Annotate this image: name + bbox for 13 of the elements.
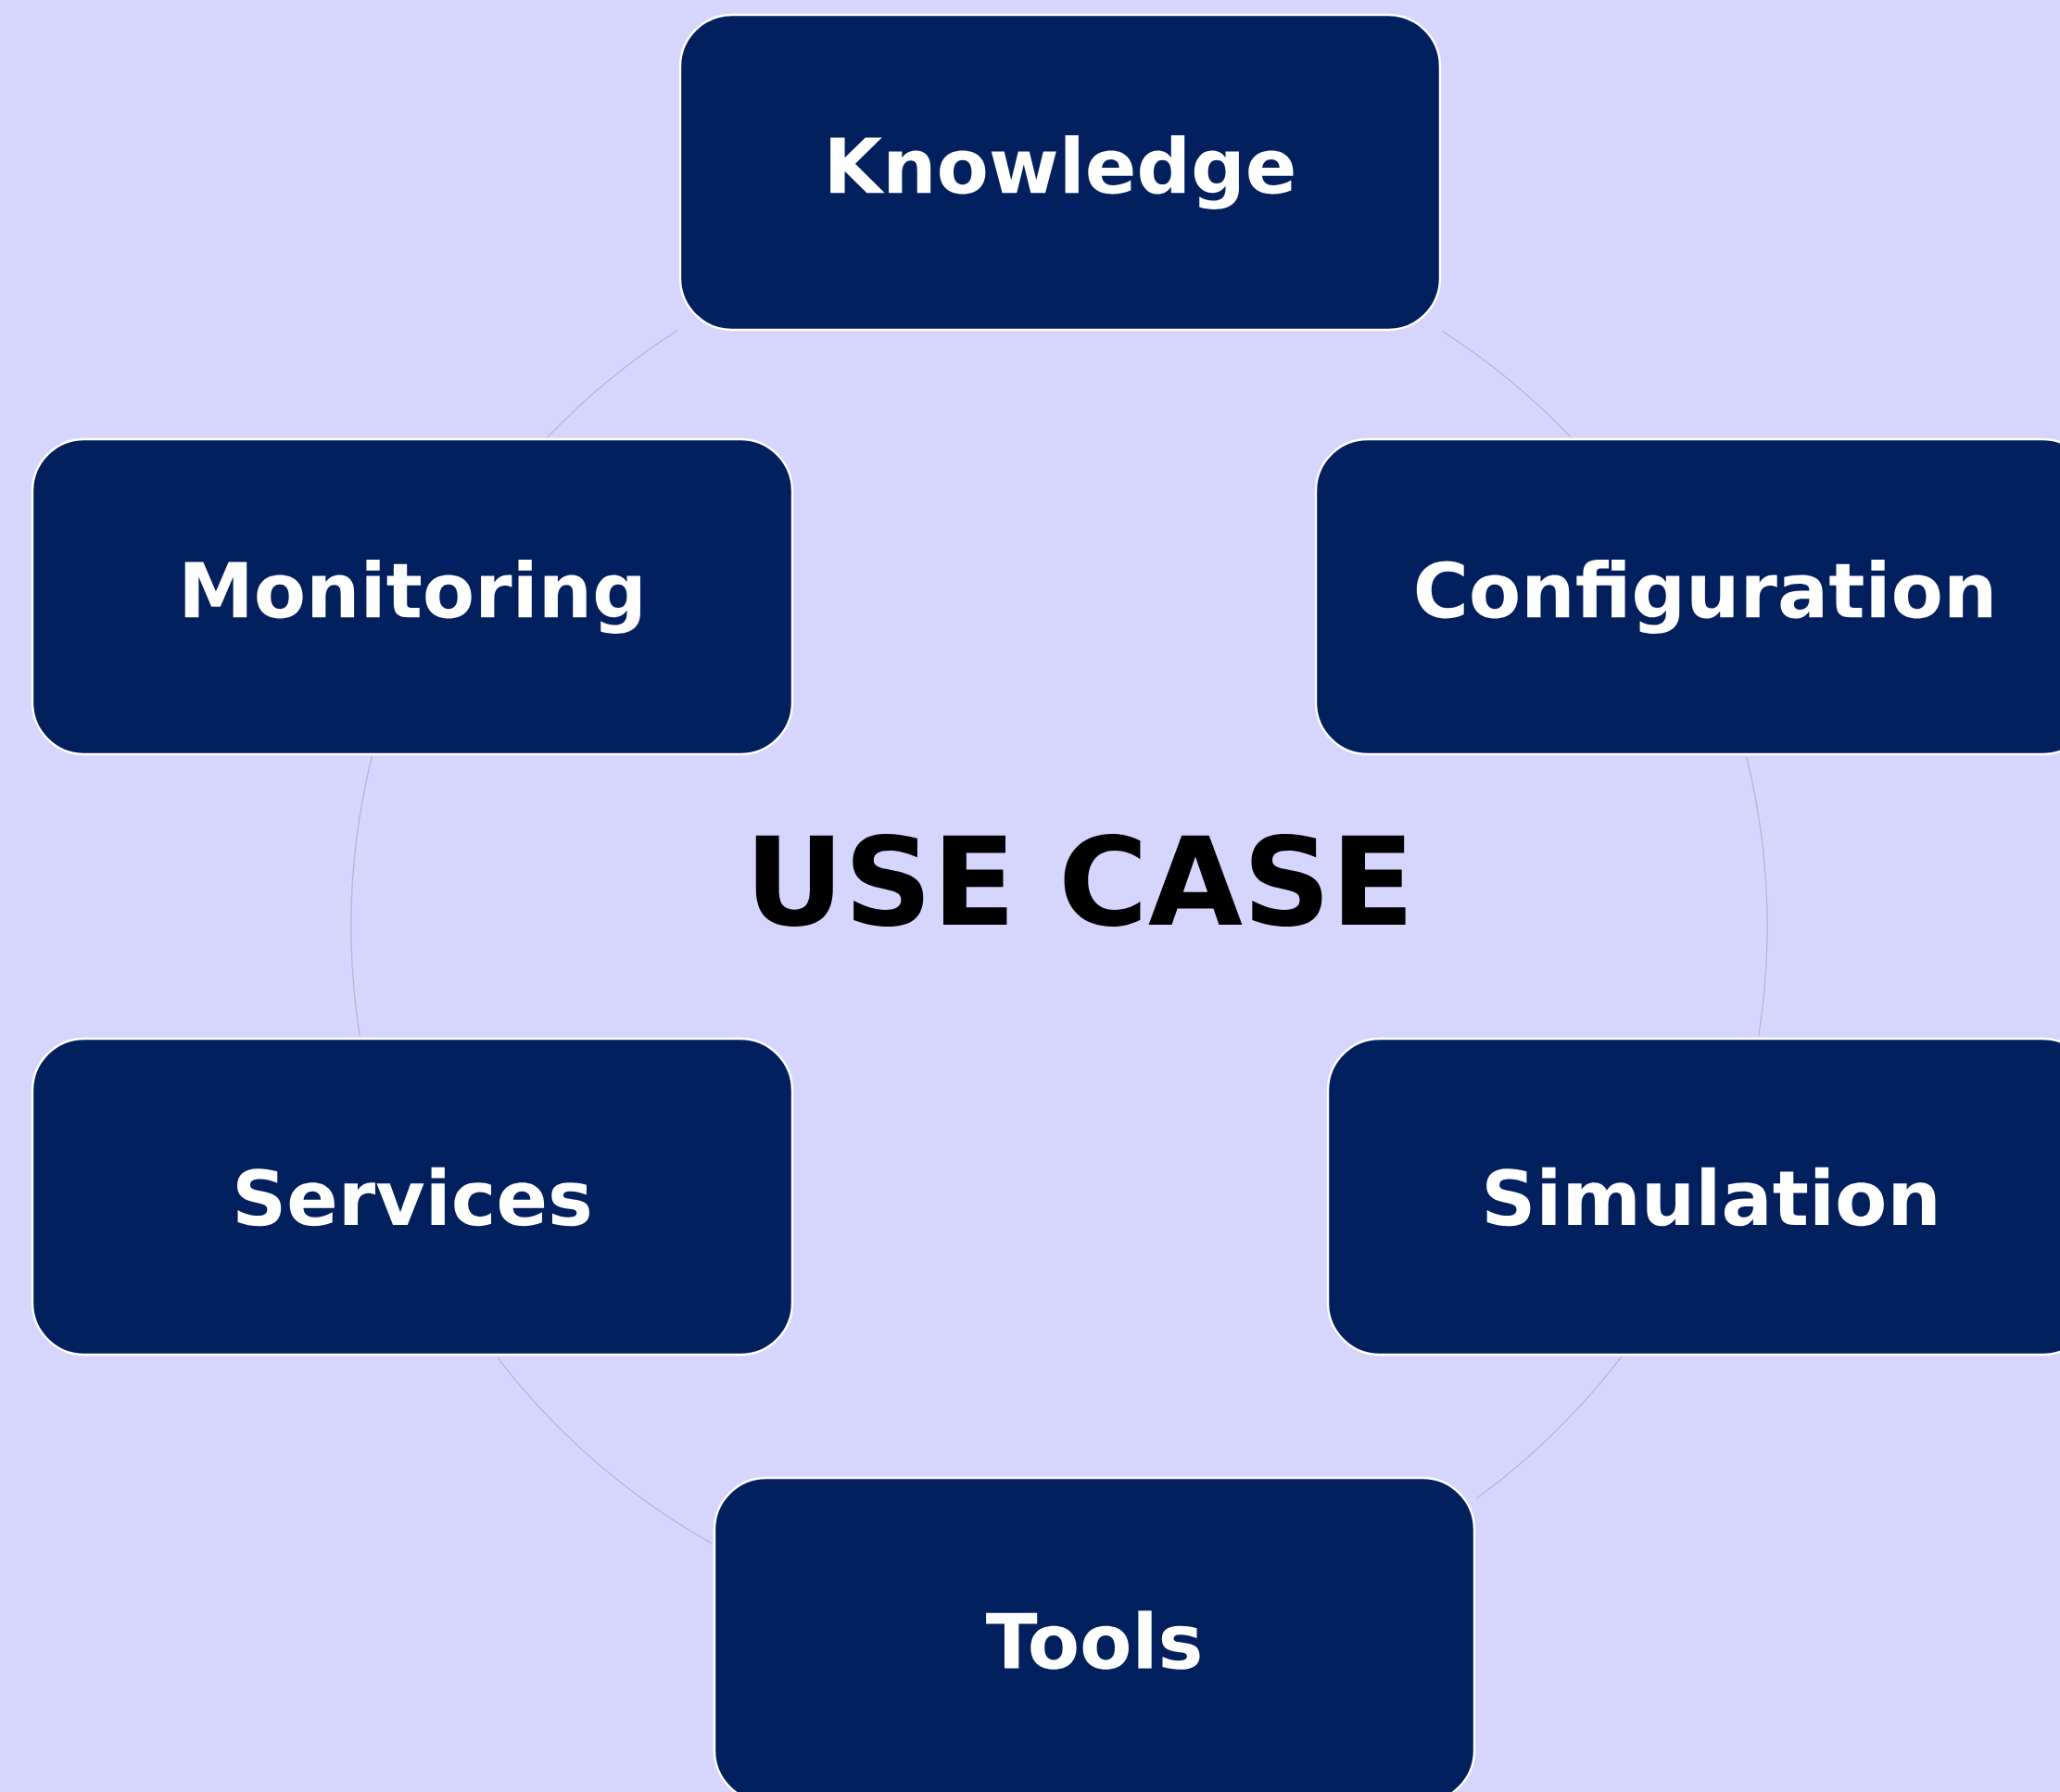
connector-arc [350, 755, 373, 1037]
connector-arc [547, 329, 678, 438]
connector-arc [1746, 756, 1768, 1037]
connector-arc [497, 1357, 713, 1545]
rounded-box: Services [31, 1037, 794, 1357]
connector-arc [1475, 1356, 1623, 1499]
rounded-box: Monitoring [31, 437, 794, 756]
rounded-box: Knowledge [678, 13, 1442, 332]
rounded-box: Simulation [1326, 1037, 2060, 1357]
center-label: USE CASE [755, 834, 1406, 927]
rounded-box: Configuration [1314, 437, 2060, 756]
connector-arc [1441, 331, 1572, 438]
rounded-box: Tools [713, 1476, 1476, 1792]
